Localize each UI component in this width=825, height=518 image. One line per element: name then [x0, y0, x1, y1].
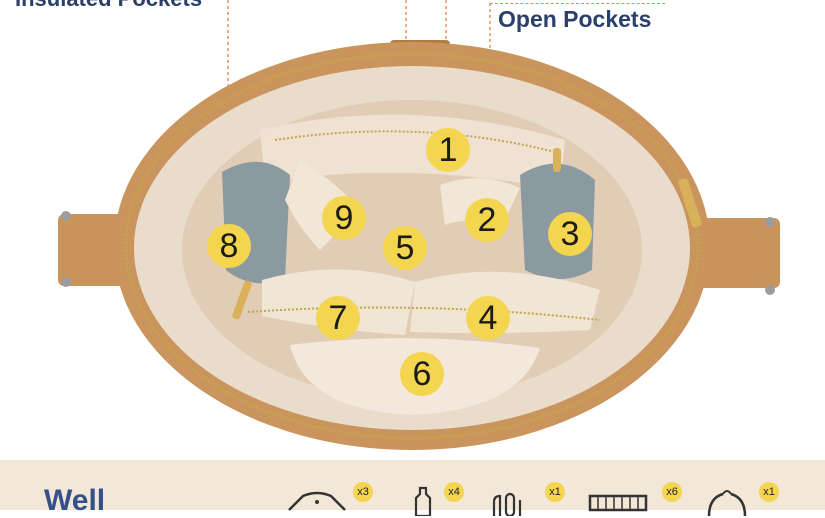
insulated-pockets-label: Insulated Pockets — [15, 0, 202, 12]
pocket-number-1: 1 — [426, 128, 470, 172]
pocket-number-8: 8 — [207, 224, 251, 268]
pocket-number-7: 7 — [316, 296, 360, 340]
pocket-number-2: 2 — [465, 198, 509, 242]
pocket-number-6: 6 — [400, 352, 444, 396]
onesie-icon — [288, 491, 346, 511]
diaper-count-badge: x6 — [662, 482, 682, 502]
bag-photo: Insulated Pockets Open Pockets 1 2 3 4 5… — [15, 0, 780, 450]
onesie-count-badge: x3 — [353, 482, 373, 502]
capacity-band: Well x3 x4 x1 x6 — [0, 460, 825, 517]
capacity-title: Well — [44, 484, 106, 517]
wipes-count-badge: x1 — [759, 482, 779, 502]
baby-bottle-count-badge: x4 — [444, 482, 464, 502]
diaper-icon — [588, 494, 648, 512]
pacifier-icon — [492, 492, 522, 516]
open-pockets-label: Open Pockets — [498, 6, 652, 32]
pocket-number-4: 4 — [466, 296, 510, 340]
wipes-icon — [707, 490, 747, 516]
open-pockets-underline — [490, 3, 665, 4]
pacifier-count-badge: x1 — [545, 482, 565, 502]
baby-bottle-icon — [414, 486, 432, 516]
pocket-number-9: 9 — [322, 196, 366, 240]
pocket-number-5: 5 — [383, 226, 427, 270]
pocket-number-3: 3 — [548, 212, 592, 256]
